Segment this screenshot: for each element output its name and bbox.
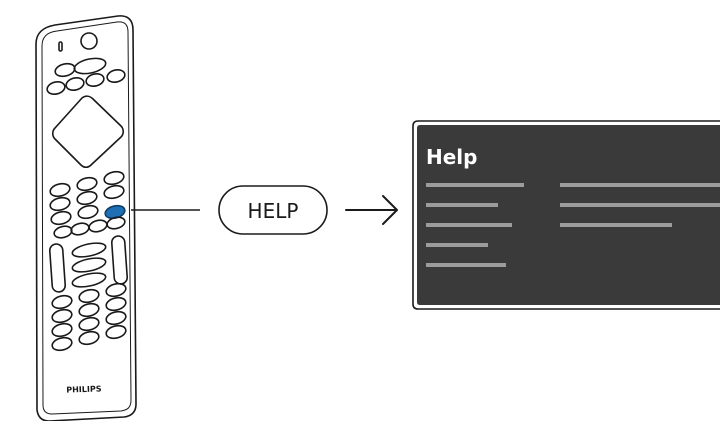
remote-button[interactable] [78,302,100,318]
remote-button[interactable] [54,62,76,78]
tv-screen-display [417,125,720,305]
remote-button[interactable] [49,196,71,212]
remote-button[interactable] [71,271,107,290]
top-button-rows [46,56,126,96]
remote-button[interactable] [51,336,73,352]
content-line-bar [560,183,720,187]
right-arrow-icon [345,195,398,225]
remote-control [35,15,137,421]
channel-rocker[interactable] [110,235,129,285]
volume-rocker[interactable] [48,243,67,293]
remote-button[interactable] [53,224,73,239]
remote-button[interactable] [65,76,85,92]
remote-button[interactable] [106,68,126,84]
remote-button[interactable] [88,218,108,233]
remote-button[interactable] [78,316,100,332]
remote-button[interactable] [70,221,90,236]
remote-button[interactable] [105,324,127,340]
remote-button[interactable] [51,308,73,324]
remote-button[interactable] [105,296,127,312]
number-pad [51,282,127,352]
remote-button[interactable] [103,184,125,200]
remote-button[interactable] [77,204,99,220]
help-key-pill [218,185,328,235]
tv-screen: Help [412,120,720,310]
standby-indicator [58,41,63,52]
menu-item-bar [426,223,512,227]
help-screen-title: Help [426,145,477,169]
remote-button[interactable] [73,56,107,76]
help-key-label: HELP [248,199,299,223]
navigation-pad[interactable] [51,95,125,169]
menu-item-bar [426,183,524,187]
remote-button[interactable] [71,241,107,260]
middle-button-rows [49,170,126,239]
help-menu-right [560,183,720,227]
remote-brand-label: PHILIPS [66,384,102,394]
remote-button[interactable] [85,72,105,88]
remote-button[interactable] [51,322,73,338]
remote-body-rim [41,21,132,415]
remote-button[interactable] [46,80,66,96]
remote-button[interactable] [49,182,71,198]
remote-button[interactable] [76,190,98,206]
remote-button[interactable] [76,176,98,192]
remote-button[interactable] [78,288,100,304]
remote-button[interactable] [50,210,72,226]
power-button[interactable] [80,32,98,50]
remote-button[interactable] [71,256,107,275]
remote-button[interactable] [78,330,100,346]
remote-button[interactable] [106,215,126,230]
menu-item-bar [426,243,488,247]
help-menu-left [426,183,524,267]
content-line-bar [560,203,720,207]
menu-item-bar [426,263,506,267]
remote-button[interactable] [105,310,127,326]
remote-body [35,15,137,421]
content-line-bar [560,223,672,227]
remote-button[interactable] [51,294,73,310]
remote-button[interactable] [105,282,127,298]
remote-button[interactable] [103,170,125,186]
menu-item-bar [426,203,498,207]
